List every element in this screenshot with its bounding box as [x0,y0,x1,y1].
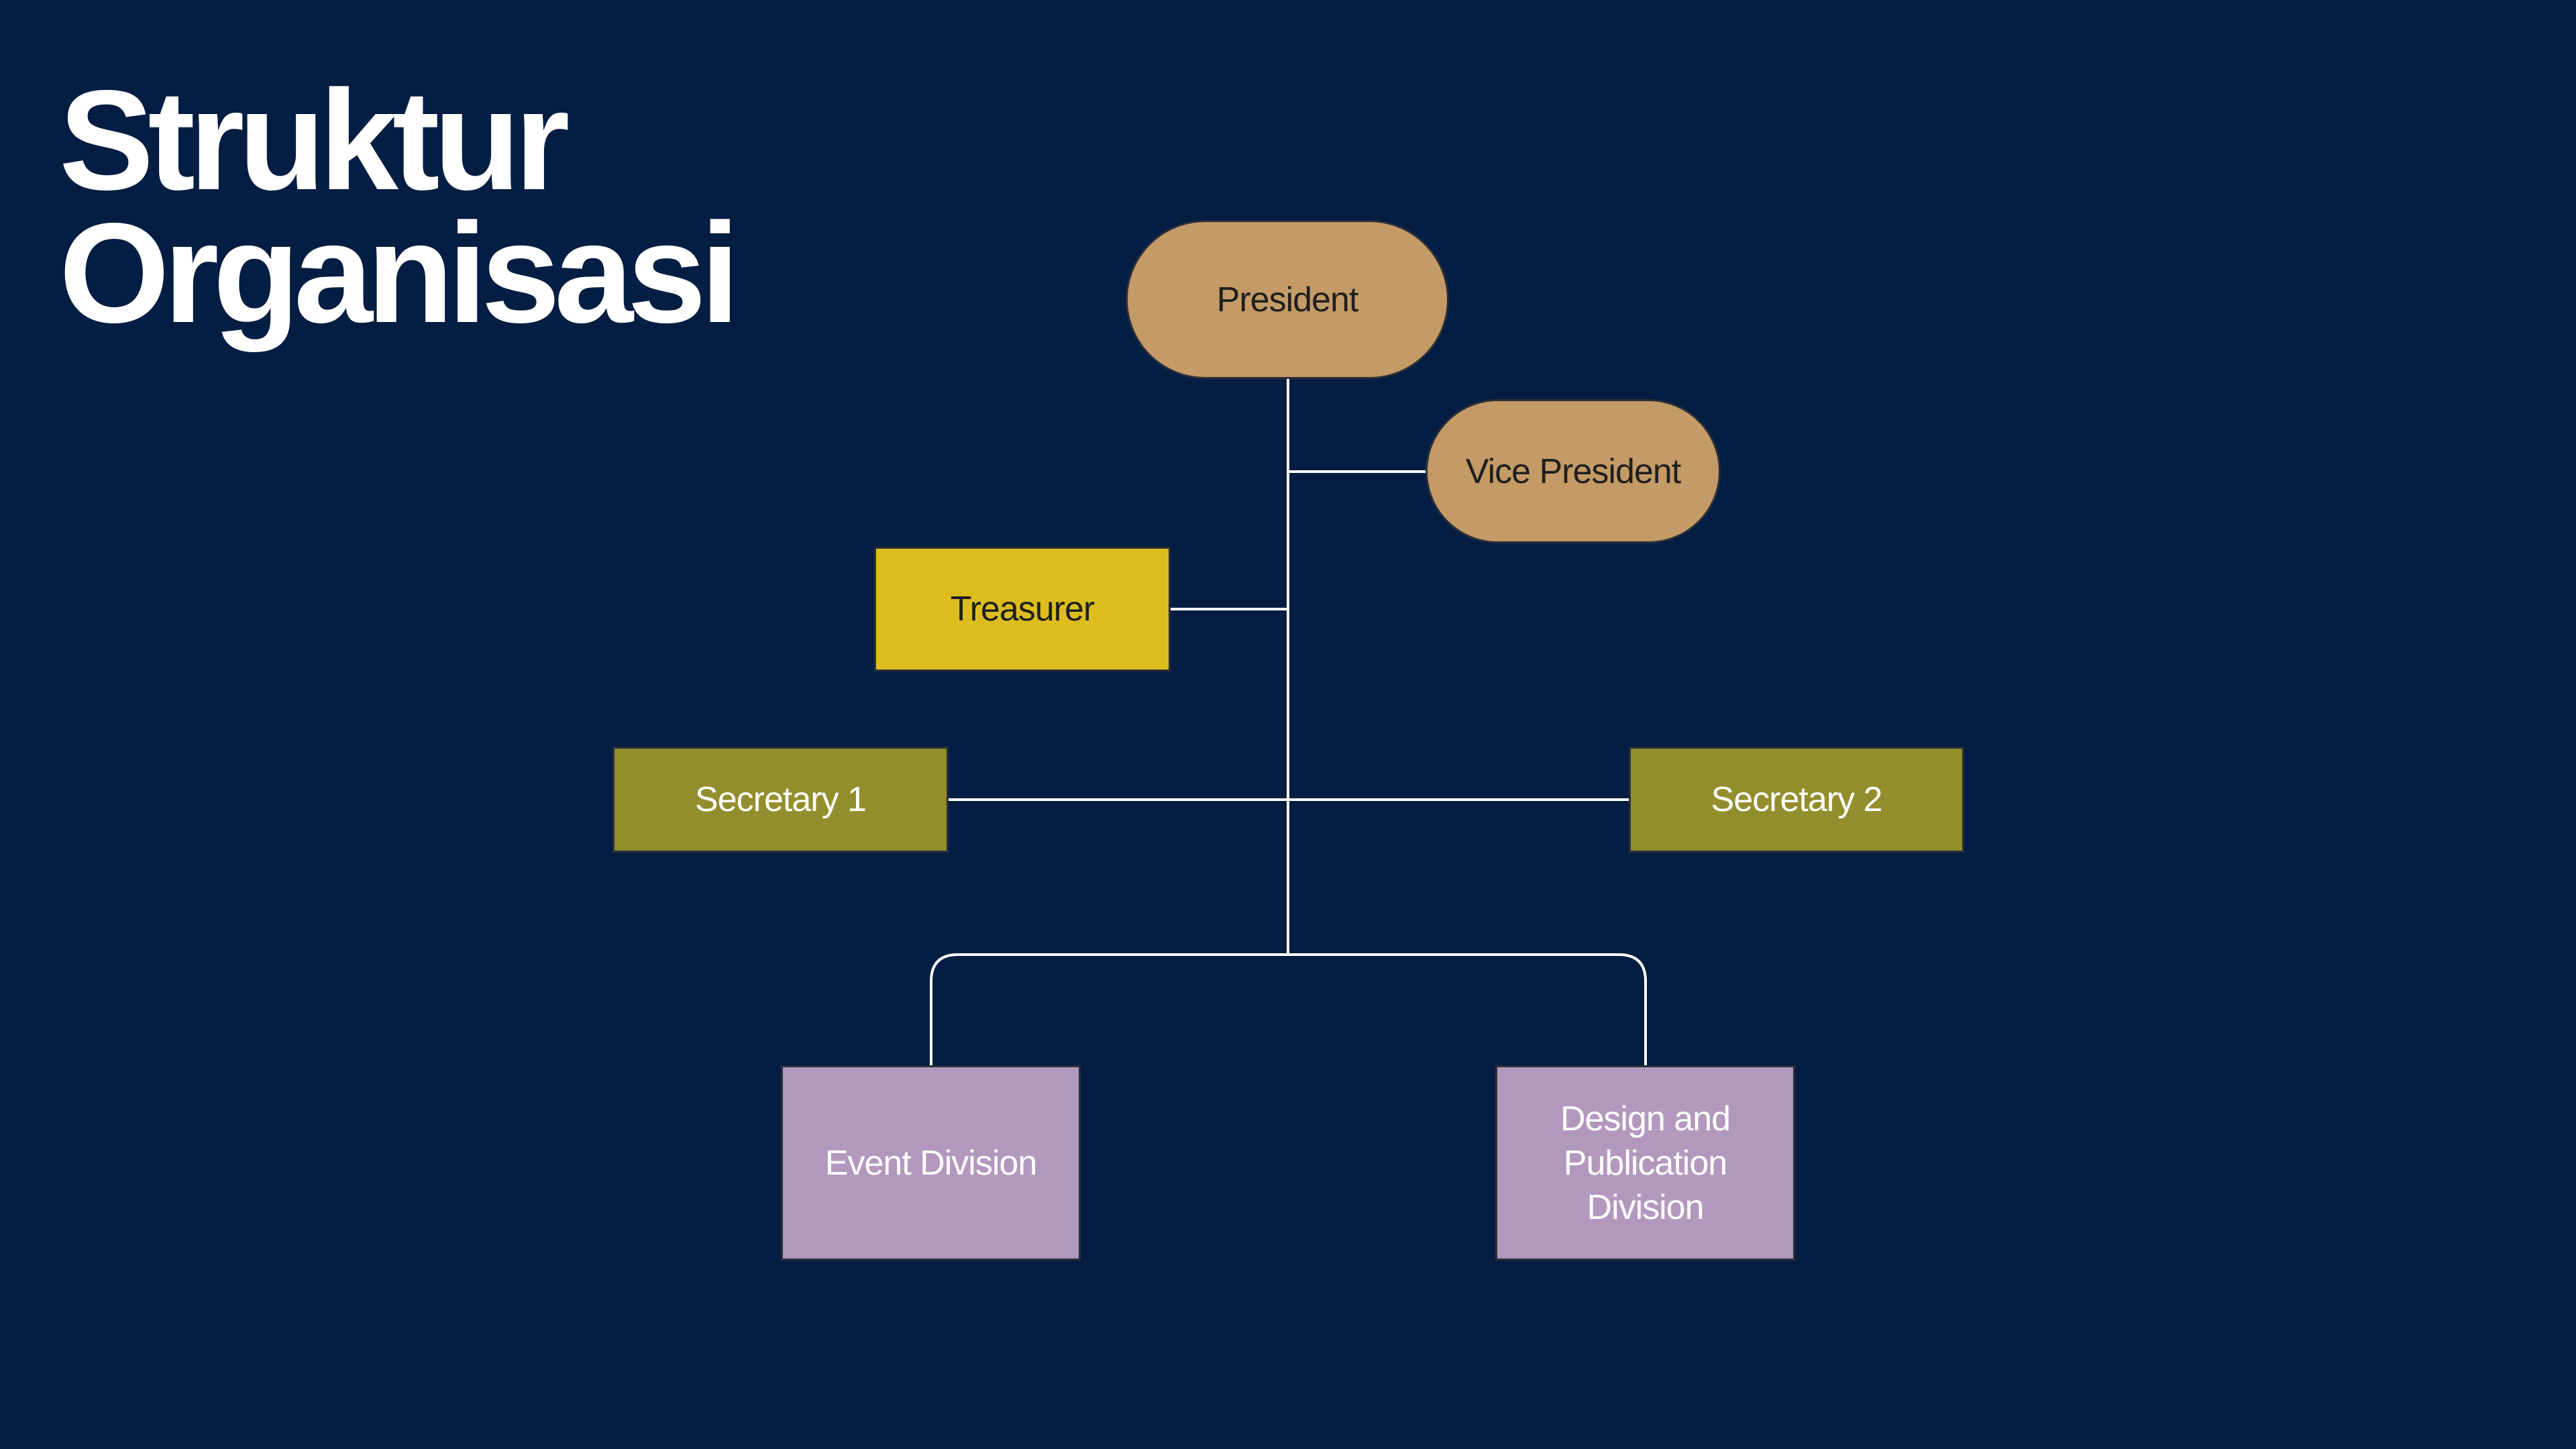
connector-divisions [930,953,1647,1065]
org-node-treasurer-label: Treasurer [950,590,1095,629]
org-node-president: President [1126,220,1449,379]
org-node-secretary-1-label: Secretary 1 [695,780,867,819]
org-node-design-publication-division: Design and Publication Division [1495,1065,1795,1260]
org-node-vice-president: Vice President [1426,399,1721,543]
page-title-line-2: Organisasi [59,193,740,352]
org-node-event-division: Event Division [781,1065,1081,1260]
org-node-president-label: President [1216,280,1359,319]
org-node-secretary-2: Secretary 2 [1629,747,1964,853]
page-title-line-1: Struktur [59,60,570,219]
org-node-design-publication-division-label: Design and Publication Division [1560,1099,1731,1227]
org-node-treasurer: Treasurer [874,547,1171,672]
page-title: Struktur Organisasi [59,60,740,352]
org-node-secretary-1: Secretary 1 [612,747,949,853]
org-node-vice-president-label: Vice President [1465,451,1681,491]
org-node-secretary-2-label: Secretary 2 [1711,780,1883,819]
org-node-event-division-label: Event Division [824,1143,1037,1183]
